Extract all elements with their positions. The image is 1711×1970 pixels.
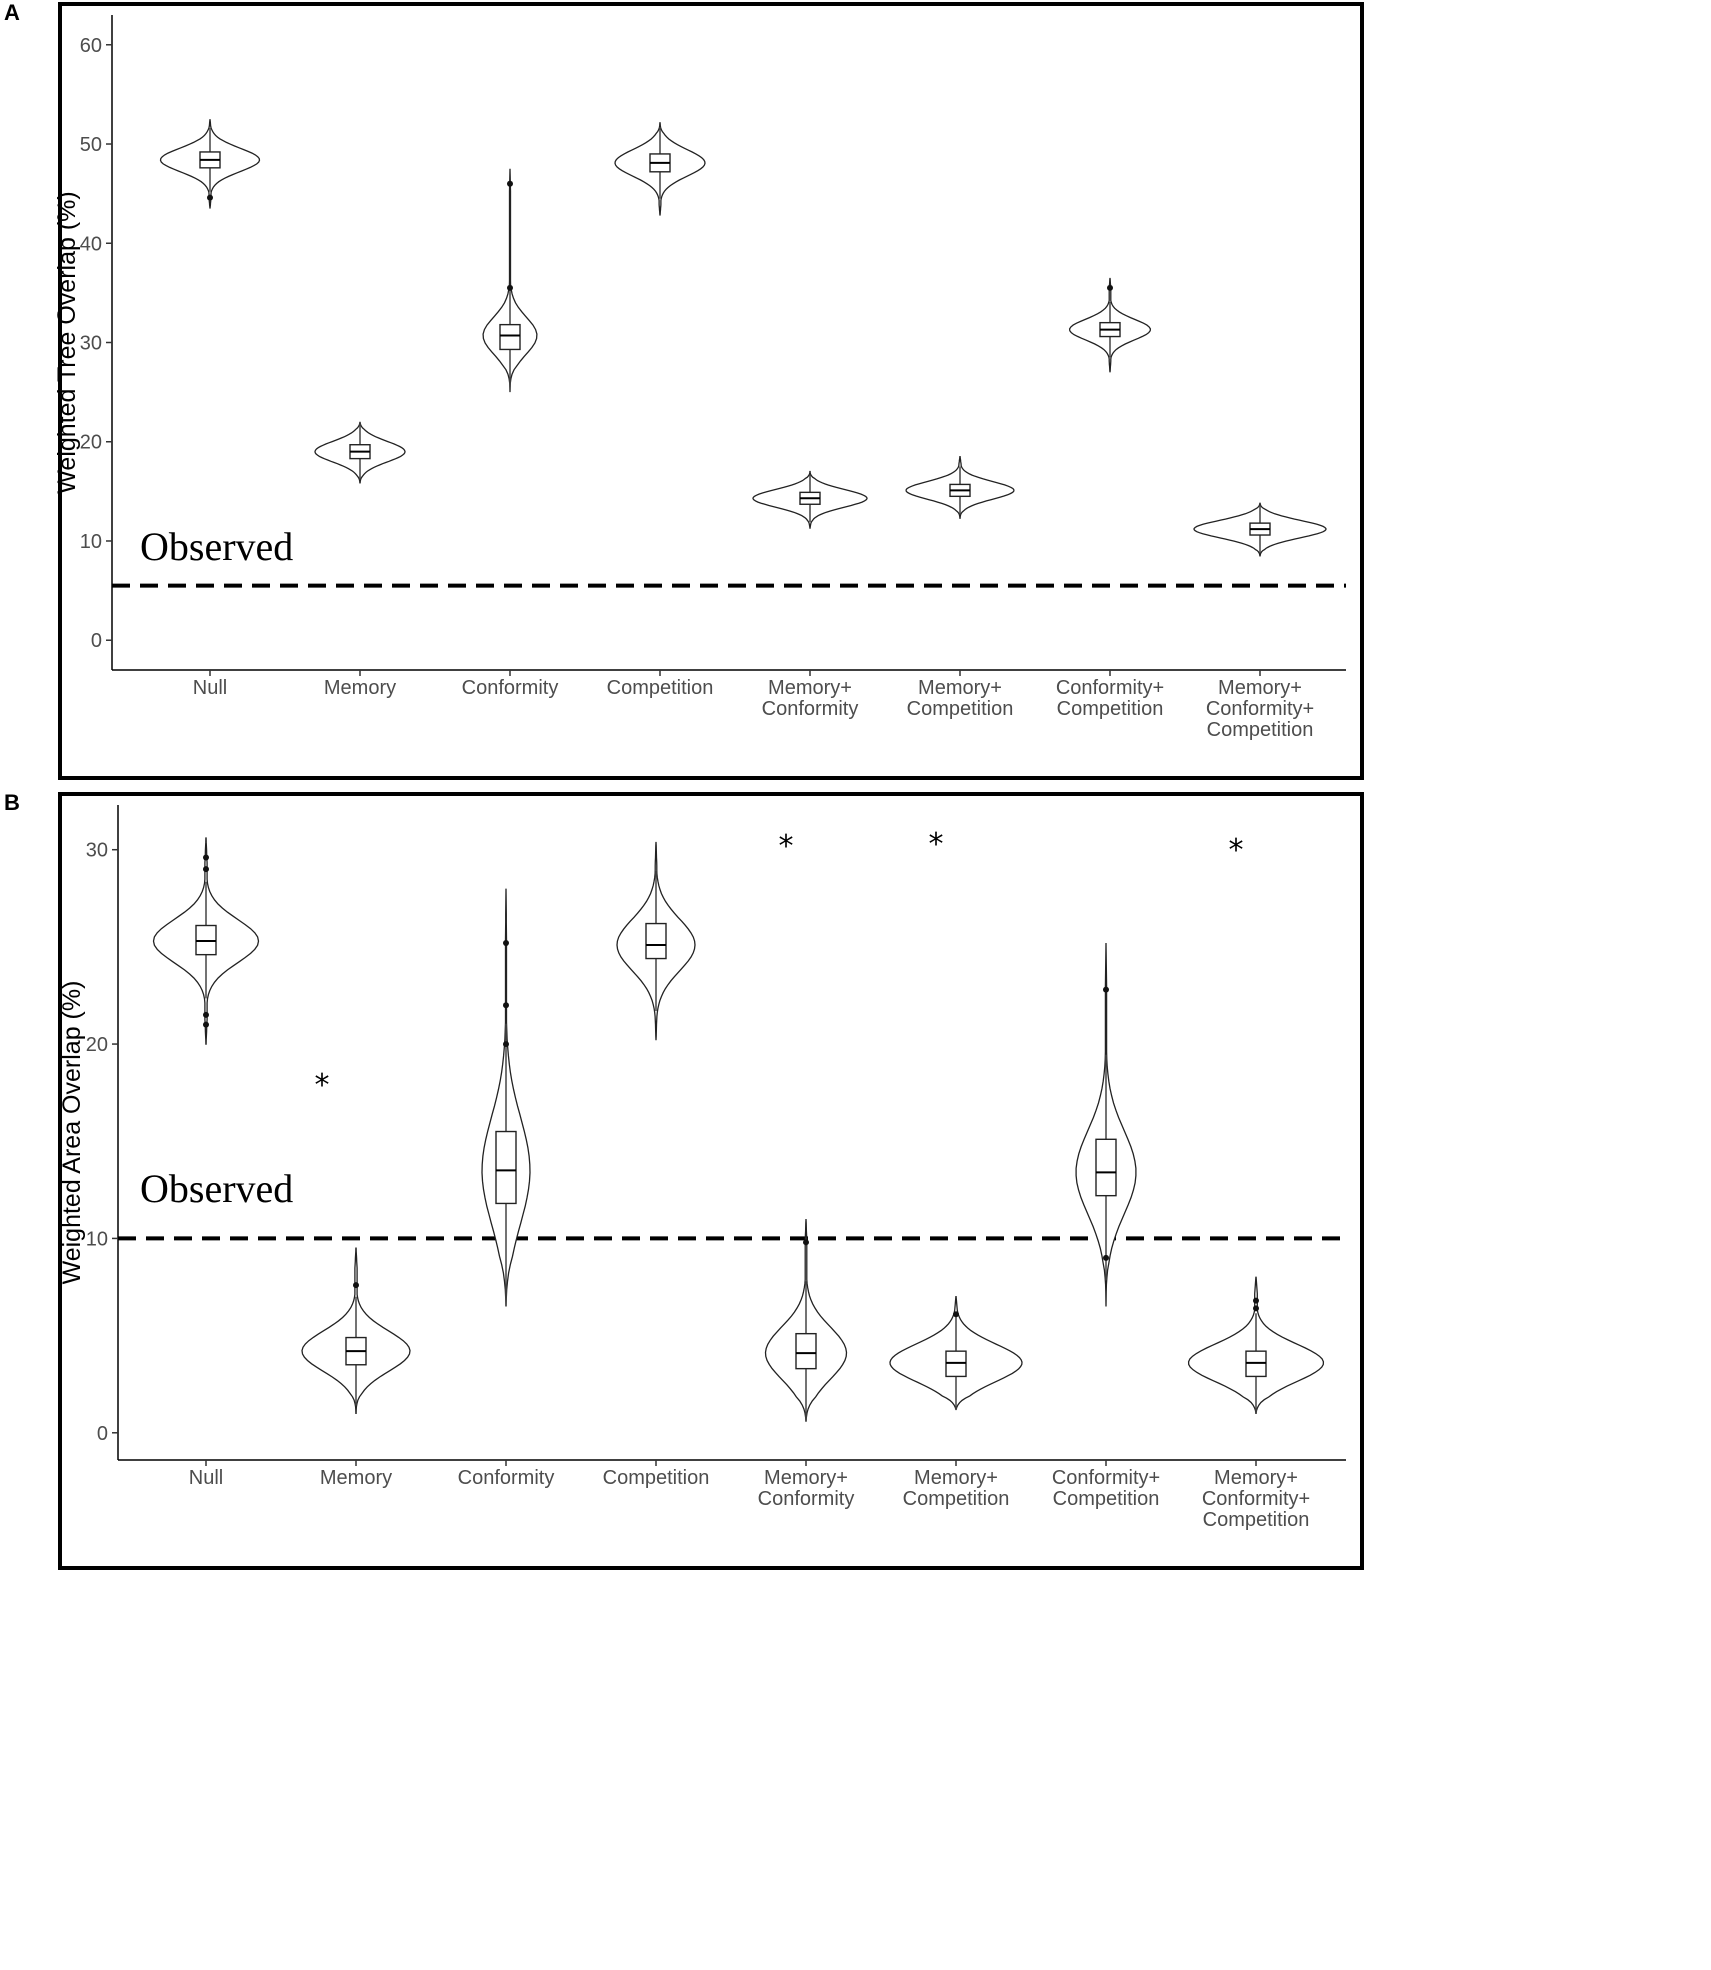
panel-a-category-label: Null [193, 677, 227, 699]
panel-a-category-label-line: Conformity+ [1206, 698, 1314, 720]
panel-b-category-label-line: Memory [320, 1467, 392, 1489]
panel-b-category-label: Memory [320, 1467, 392, 1489]
panel-a-outlier [507, 180, 513, 187]
panel-a-category-label-line: Competition [607, 677, 714, 699]
panel-a-category-label-line: Competition [1207, 719, 1314, 741]
panel-a-category-label-line: Competition [907, 698, 1014, 720]
panel-b-category-label-line: Competition [903, 1488, 1010, 1510]
panel-b-letter: B [4, 790, 20, 815]
panel-b-category-label-line: Competition [1203, 1509, 1310, 1531]
panel-a-category-label-line: Null [193, 677, 227, 699]
panel-b-category-label-line: Conformity+ [1202, 1488, 1310, 1510]
panel-b-category-label-line: Memory+ [764, 1467, 848, 1489]
panel-b-significance-star: * [315, 1068, 330, 1103]
panel-a-category-label: Memory+Conformity [762, 677, 859, 720]
panel-b-outlier [203, 1021, 209, 1028]
panel-a-category-label: Memory+Competition [907, 677, 1014, 720]
panel-a-y-tick-label: 30 [80, 333, 102, 355]
panel-b-category-label-line: Conformity+ [1052, 1467, 1160, 1489]
panel-a-letter: A [4, 0, 20, 25]
panel-a-category-label-line: Conformity+ [1056, 677, 1164, 699]
panel-a-outlier [507, 284, 513, 291]
panel-a-y-tick-label: 20 [80, 432, 102, 454]
panel-a-category-label: Memory [324, 677, 396, 699]
panel-a-category-label-line: Memory+ [1218, 677, 1302, 699]
panel-a-outlier [1107, 284, 1113, 291]
panel-a-category-label: Conformity [462, 677, 559, 699]
panel-b-outlier [203, 854, 209, 861]
panel-a-y-tick-label: 10 [80, 531, 102, 553]
panel-a-category-label: Conformity+Competition [1056, 677, 1164, 720]
panel-a-y-tick-label: 50 [80, 134, 102, 156]
panel-b-category-label-line: Competition [603, 1467, 710, 1489]
panel-a-observed-label: Observed [140, 524, 293, 569]
panel-b-category-label-line: Conformity [758, 1488, 855, 1510]
panel-b-category-label: Competition [603, 1467, 710, 1489]
panel-b-box [495, 1130, 517, 1205]
panel-b-y-axis-label: Weighted Area Overlap (%) [58, 981, 86, 1285]
panel-b-box [645, 922, 667, 960]
panel-a-outlier [207, 194, 213, 201]
panel-a-box [499, 323, 521, 351]
panel-b-outlier [1103, 1254, 1109, 1261]
panel-b-outlier [503, 1041, 509, 1048]
panel-a-category-label-line: Conformity [762, 698, 859, 720]
panel-a-violin [482, 168, 538, 393]
panel-b-outlier [503, 939, 509, 946]
panel-b-outlier [353, 1282, 359, 1289]
panel-b-outlier [953, 1311, 959, 1318]
panel-a-category-label-line: Competition [1057, 698, 1164, 720]
panel-b-outlier [803, 1239, 809, 1246]
panel-b-outlier [503, 1002, 509, 1009]
panel-a-category-label: Memory+Conformity+Competition [1206, 677, 1314, 741]
panel-a-category-label-line: Memory [324, 677, 396, 699]
panel-b-category-label: Conformity [458, 1467, 555, 1489]
panel-b-observed-label: Observed [140, 1166, 293, 1211]
panel-b-category-label: Null [189, 1467, 223, 1489]
panel-b-y-tick-label: 10 [86, 1228, 108, 1250]
panel-b-box [1095, 1138, 1117, 1197]
panel-b-significance-star: * [1229, 833, 1244, 868]
panel-b-y-tick-label: 30 [86, 840, 108, 862]
panel-b-y-tick-label: 0 [97, 1423, 108, 1445]
panel-b-outlier [203, 1011, 209, 1018]
panel-a-y-tick-label: 60 [80, 35, 102, 57]
panel-b-category-label-line: Memory+ [914, 1467, 998, 1489]
panel-a-category-label-line: Memory+ [918, 677, 1002, 699]
panel-a-y-tick-label: 0 [91, 630, 102, 652]
panel-b-significance-star: * [779, 829, 794, 864]
panel-b-category-label: Memory+Conformity [758, 1467, 855, 1510]
panel-b-outlier [1253, 1305, 1259, 1312]
panel-b-category-label-line: Null [189, 1467, 223, 1489]
panel-b-frame [58, 792, 1364, 1570]
panel-b-box [795, 1332, 817, 1370]
panel-b-category-label-line: Conformity [458, 1467, 555, 1489]
panel-a-frame [58, 2, 1364, 780]
panel-a-y-tick-label: 40 [80, 233, 102, 255]
panel-b-category-label-line: Competition [1053, 1488, 1160, 1510]
panel-b-y-tick-label: 20 [86, 1034, 108, 1056]
panel-b-outlier [203, 866, 209, 873]
panel-b-category-label: Memory+Competition [903, 1467, 1010, 1510]
panel-b-outlier [1253, 1297, 1259, 1304]
panel-a-category-label: Competition [607, 677, 714, 699]
panel-a-category-label-line: Memory+ [768, 677, 852, 699]
panel-b-outlier [1103, 986, 1109, 993]
panel-b-significance-star: * [929, 827, 944, 862]
panel-b-category-label: Conformity+Competition [1052, 1467, 1160, 1510]
panel-a-y-axis-label: Weighted Tree Overlap (%) [53, 191, 81, 493]
panel-a-category-label-line: Conformity [462, 677, 559, 699]
panel-b-category-label-line: Memory+ [1214, 1467, 1298, 1489]
panel-b-category-label: Memory+Conformity+Competition [1202, 1467, 1310, 1531]
